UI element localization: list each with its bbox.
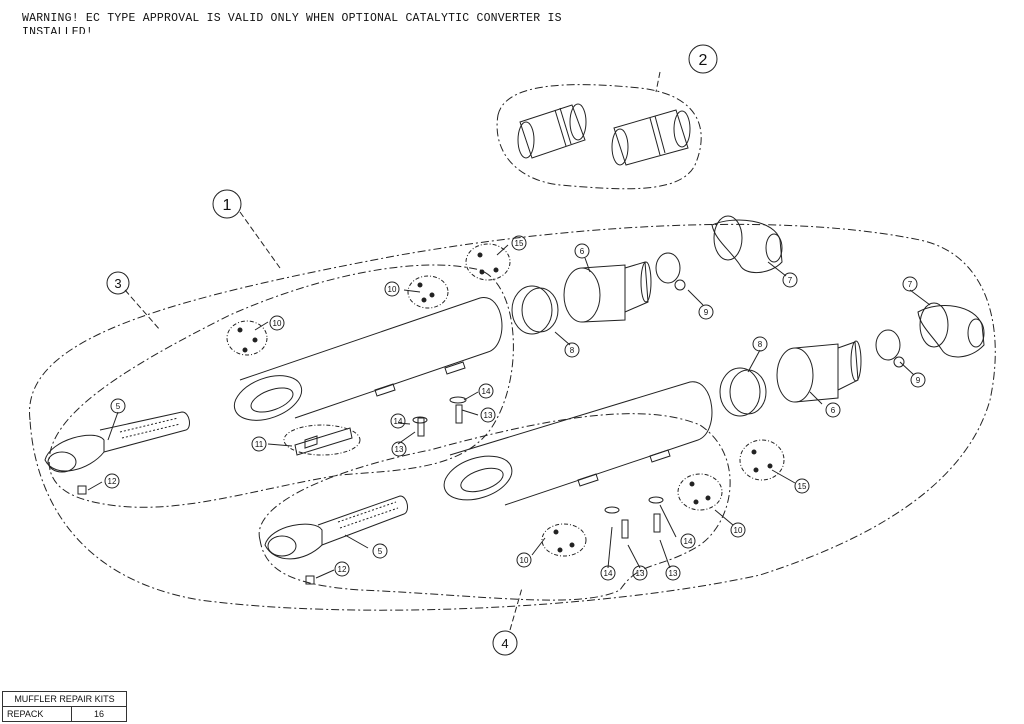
callout-part-14-a: 14 bbox=[394, 417, 403, 426]
repack-value: 16 bbox=[71, 706, 127, 722]
callout-part-13-d: 13 bbox=[669, 569, 678, 578]
clamp-upper bbox=[655, 252, 686, 291]
warning-text: WARNING! EC TYPE APPROVAL IS VALID ONLY … bbox=[22, 12, 562, 34]
rivet-group-1 bbox=[226, 243, 785, 557]
callout-part-7-lower: 7 bbox=[908, 280, 913, 289]
label-plate bbox=[283, 424, 361, 456]
coupling-sleeves bbox=[517, 103, 691, 166]
ring-lower bbox=[719, 367, 767, 417]
callout-part-9-lower: 9 bbox=[916, 376, 921, 385]
callout-part-15-upper: 15 bbox=[515, 239, 524, 248]
callout-kit-2: 2 bbox=[699, 52, 708, 69]
kit-3-outline bbox=[48, 264, 514, 508]
kit-4-outline bbox=[258, 413, 731, 601]
callout-part-10-b: 10 bbox=[273, 319, 282, 328]
callout-part-7-upper: 7 bbox=[788, 276, 793, 285]
lower-muffler-body bbox=[443, 381, 713, 506]
callout-kit-4: 4 bbox=[501, 636, 508, 651]
callout-part-13-b: 13 bbox=[484, 411, 493, 420]
callout-part-5-upper: 5 bbox=[116, 402, 121, 411]
fasteners bbox=[77, 396, 664, 585]
clamp-lower bbox=[875, 329, 905, 368]
callout-kit-1: 1 bbox=[223, 197, 232, 214]
end-cap-upper bbox=[711, 215, 783, 273]
inner-tube-upper bbox=[44, 411, 190, 473]
callout-part-14-c: 14 bbox=[604, 569, 613, 578]
link-pipe-upper bbox=[563, 261, 652, 323]
callout-part-10-d: 10 bbox=[734, 526, 743, 535]
callout-part-13-a: 13 bbox=[395, 445, 404, 454]
kit-1-outline bbox=[29, 223, 996, 611]
repair-kits-table: MUFFLER REPAIR KITS REPACK 16 bbox=[2, 691, 127, 722]
kit-2-outline bbox=[496, 84, 702, 190]
callout-kit-3: 3 bbox=[114, 276, 121, 291]
callout-part-6-lower: 6 bbox=[831, 406, 836, 415]
callout-part-12-upper: 12 bbox=[108, 477, 117, 486]
callout-part-5-lower: 5 bbox=[378, 547, 383, 556]
callout-part-13-c: 13 bbox=[636, 569, 645, 578]
callout-part-10-a: 10 bbox=[388, 285, 397, 294]
link-pipe-lower bbox=[776, 340, 862, 403]
ring-upper bbox=[511, 285, 559, 335]
callout-part-14-d: 14 bbox=[684, 537, 693, 546]
callout-part-15-lower: 15 bbox=[798, 482, 807, 491]
callout-part-12-lower: 12 bbox=[338, 565, 347, 574]
repack-label: REPACK bbox=[2, 706, 72, 722]
repair-kits-header: MUFFLER REPAIR KITS bbox=[2, 691, 127, 707]
rivets bbox=[237, 252, 773, 553]
callout-part-10-c: 10 bbox=[520, 556, 529, 565]
end-cap-lower bbox=[917, 302, 985, 358]
callout-part-9-upper: 9 bbox=[704, 308, 709, 317]
upper-muffler-body bbox=[233, 297, 503, 421]
callout-part-6-upper: 6 bbox=[580, 247, 585, 256]
callout-part-8-upper: 8 bbox=[570, 346, 575, 355]
callout-part-14-b: 14 bbox=[482, 387, 491, 396]
callout-part-8-lower: 8 bbox=[758, 340, 763, 349]
callout-part-11: 11 bbox=[255, 440, 264, 449]
inner-tube-lower bbox=[264, 495, 408, 560]
